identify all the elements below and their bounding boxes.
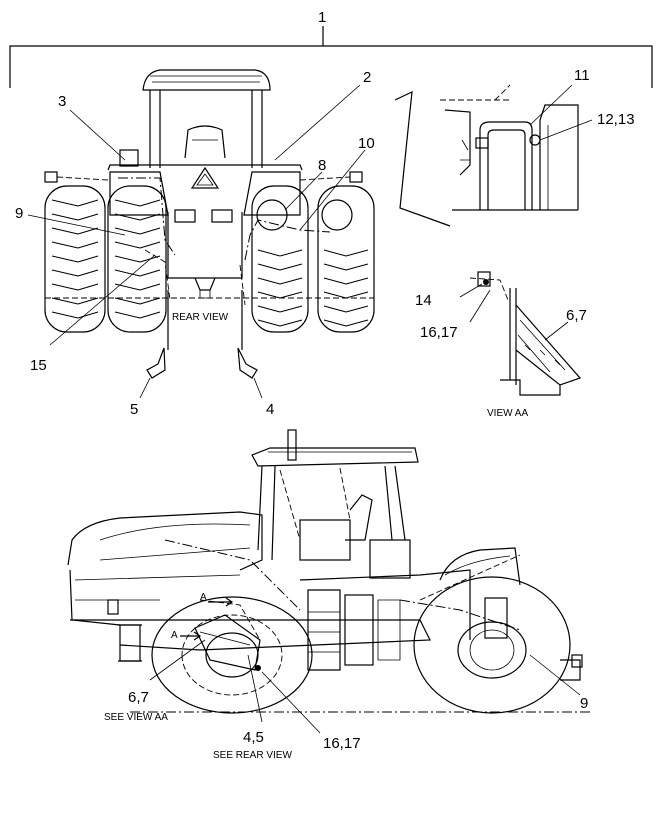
callout-1: 1 [318,9,326,26]
side-view-wheels [130,576,590,714]
callout-9-side: 9 [580,695,588,712]
callout-2: 2 [363,69,371,86]
rear-view-tractor [44,69,363,379]
rear-view-leaders [27,84,366,399]
callout-9-rear: 9 [15,205,23,222]
see-rear-view-caption: SEE REAR VIEW [213,750,292,761]
callout-6-7-view: 6,7 [566,307,587,324]
callout-16-17-side: 16,17 [323,735,361,752]
callout-6-7-side: 6,7 [128,689,149,706]
callout-4-5-side: 4,5 [243,729,264,746]
callout-10: 10 [358,135,375,152]
section-a-markers [180,597,234,641]
side-view-leaders [149,639,581,734]
see-view-aa-caption: SEE VIEW AA [104,712,168,723]
callout-14: 14 [415,292,432,309]
callout-3: 3 [58,93,66,110]
view-aa-caption: VIEW AA [487,408,528,419]
rear-view-caption: REAR VIEW [172,312,229,323]
callout-5: 5 [130,401,138,418]
callout-11: 11 [574,67,590,84]
callout-15: 15 [30,357,47,374]
assembly-bracket [9,26,653,88]
side-view-tractor [67,429,583,681]
rear-view-tires [44,185,375,333]
section-a-lower: A [171,630,178,641]
callout-12-13: 12,13 [597,111,635,128]
callout-4-rear: 4 [266,401,274,418]
view-aa-detail [459,271,582,396]
section-a-upper: A [200,592,207,603]
callout-16-17-view: 16,17 [420,324,458,341]
detail-inset [394,84,593,227]
callout-8: 8 [318,157,326,174]
